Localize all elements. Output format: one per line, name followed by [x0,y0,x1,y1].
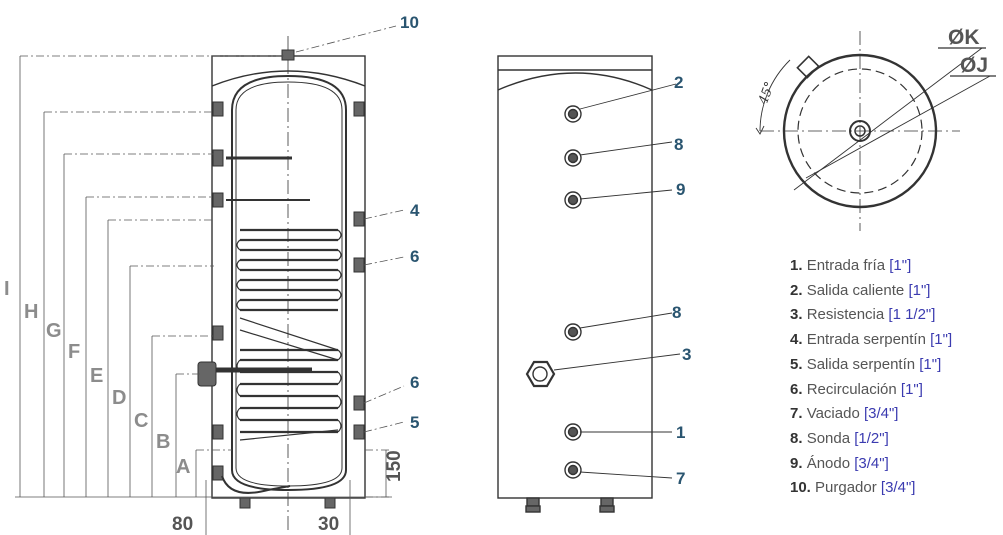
dim-letter-b: B [156,431,170,453]
top-view [755,31,996,231]
legend-item: 6. Recirculación [1"] [790,378,1000,403]
legend-item: 2. Salida caliente [1"] [790,279,1000,304]
legend-text: Resistencia [806,306,885,324]
dim-letter-g: G [46,320,62,342]
dim-80: 80 [172,514,193,535]
callout-6-upper: 6 [410,247,419,266]
legend-text: Purgador [815,479,877,497]
legend-item: 10. Purgador [3/4"] [790,476,1000,501]
legend-item: 9. Ánodo [3/4"] [790,452,1000,477]
legend-size: [3/4"] [880,479,916,497]
legend-number: 1. [790,257,803,274]
dim-letter-f: F [68,341,80,363]
legend-number: 3. [790,306,803,324]
legend: 1. Entrada fría [1"]2. Salida caliente [… [790,254,1000,501]
legend-number: 2. [790,281,803,299]
outer-diameter-label: ØK [948,26,980,49]
legend-text: Sonda [806,429,851,447]
legend-text: Ánodo [806,454,851,472]
callout-4: 4 [410,201,420,220]
callout-3: 3 [682,345,691,364]
front-dimension-lines [15,25,405,535]
legend-size: [1"] [889,257,912,274]
callout-2: 2 [674,73,683,92]
callout-7: 7 [676,469,685,488]
callout-10: 10 [400,13,419,32]
side-view [497,55,681,513]
legend-size: [1"] [908,281,931,299]
legend-size: [3/4"] [863,405,899,423]
legend-number: 9. [790,454,803,472]
legend-size: [1"] [900,380,923,398]
legend-item: 7. Vaciado [3/4"] [790,402,1000,427]
legend-item: 8. Sonda [1/2"] [790,427,1000,452]
angle-label: 45° [756,80,778,108]
side-connectors [525,105,582,479]
legend-size: [1 1/2"] [888,306,936,324]
legend-item: 1. Entrada fría [1"] [790,254,1000,279]
callout-5: 5 [410,413,419,432]
dim-150: 150 [384,450,405,482]
legend-number: 5. [790,355,803,373]
legend-item: 5. Salida serpentín [1"] [790,353,1000,378]
legend-text: Salida caliente [806,281,905,299]
side-callouts: 2 8 9 8 3 1 7 [672,73,691,488]
legend-number: 10. [790,479,811,497]
legend-text: Entrada fría [806,257,886,274]
legend-item: 4. Entrada serpentín [1"] [790,328,1000,353]
legend-number: 7. [790,405,803,423]
front-callouts: 10 4 6 6 5 [400,13,420,432]
legend-number: 4. [790,331,803,349]
dim-30: 30 [318,514,339,535]
callout-1: 1 [676,423,685,442]
dim-letter-c: C [134,410,148,432]
legend-item: 3. Resistencia [1 1/2"] [790,303,1000,328]
legend-size: [1/2"] [854,429,889,447]
inner-diameter-label: ØJ [960,54,988,77]
legend-text: Recirculación [806,380,897,398]
dim-letter-i: I [4,278,10,300]
legend-number: 6. [790,380,803,398]
legend-text: Vaciado [806,405,860,423]
legend-size: [1"] [919,355,942,373]
legend-text: Salida serpentín [806,355,916,373]
callout-9: 9 [676,180,685,199]
legend-text: Entrada serpentín [806,331,926,349]
dim-letter-d: D [112,387,126,409]
dim-letter-h: H [24,301,38,323]
legend-number: 8. [790,429,803,447]
dimension-letters: I H G F E D C B A [4,278,190,478]
callout-8-lower: 8 [672,303,681,322]
legend-size: [3/4"] [854,454,889,472]
front-section-view [197,36,366,530]
callout-6-lower: 6 [410,373,419,392]
dim-letter-e: E [90,365,103,387]
callout-8-upper: 8 [674,135,683,154]
dim-letter-a: A [176,456,190,478]
legend-size: [1"] [930,331,953,349]
